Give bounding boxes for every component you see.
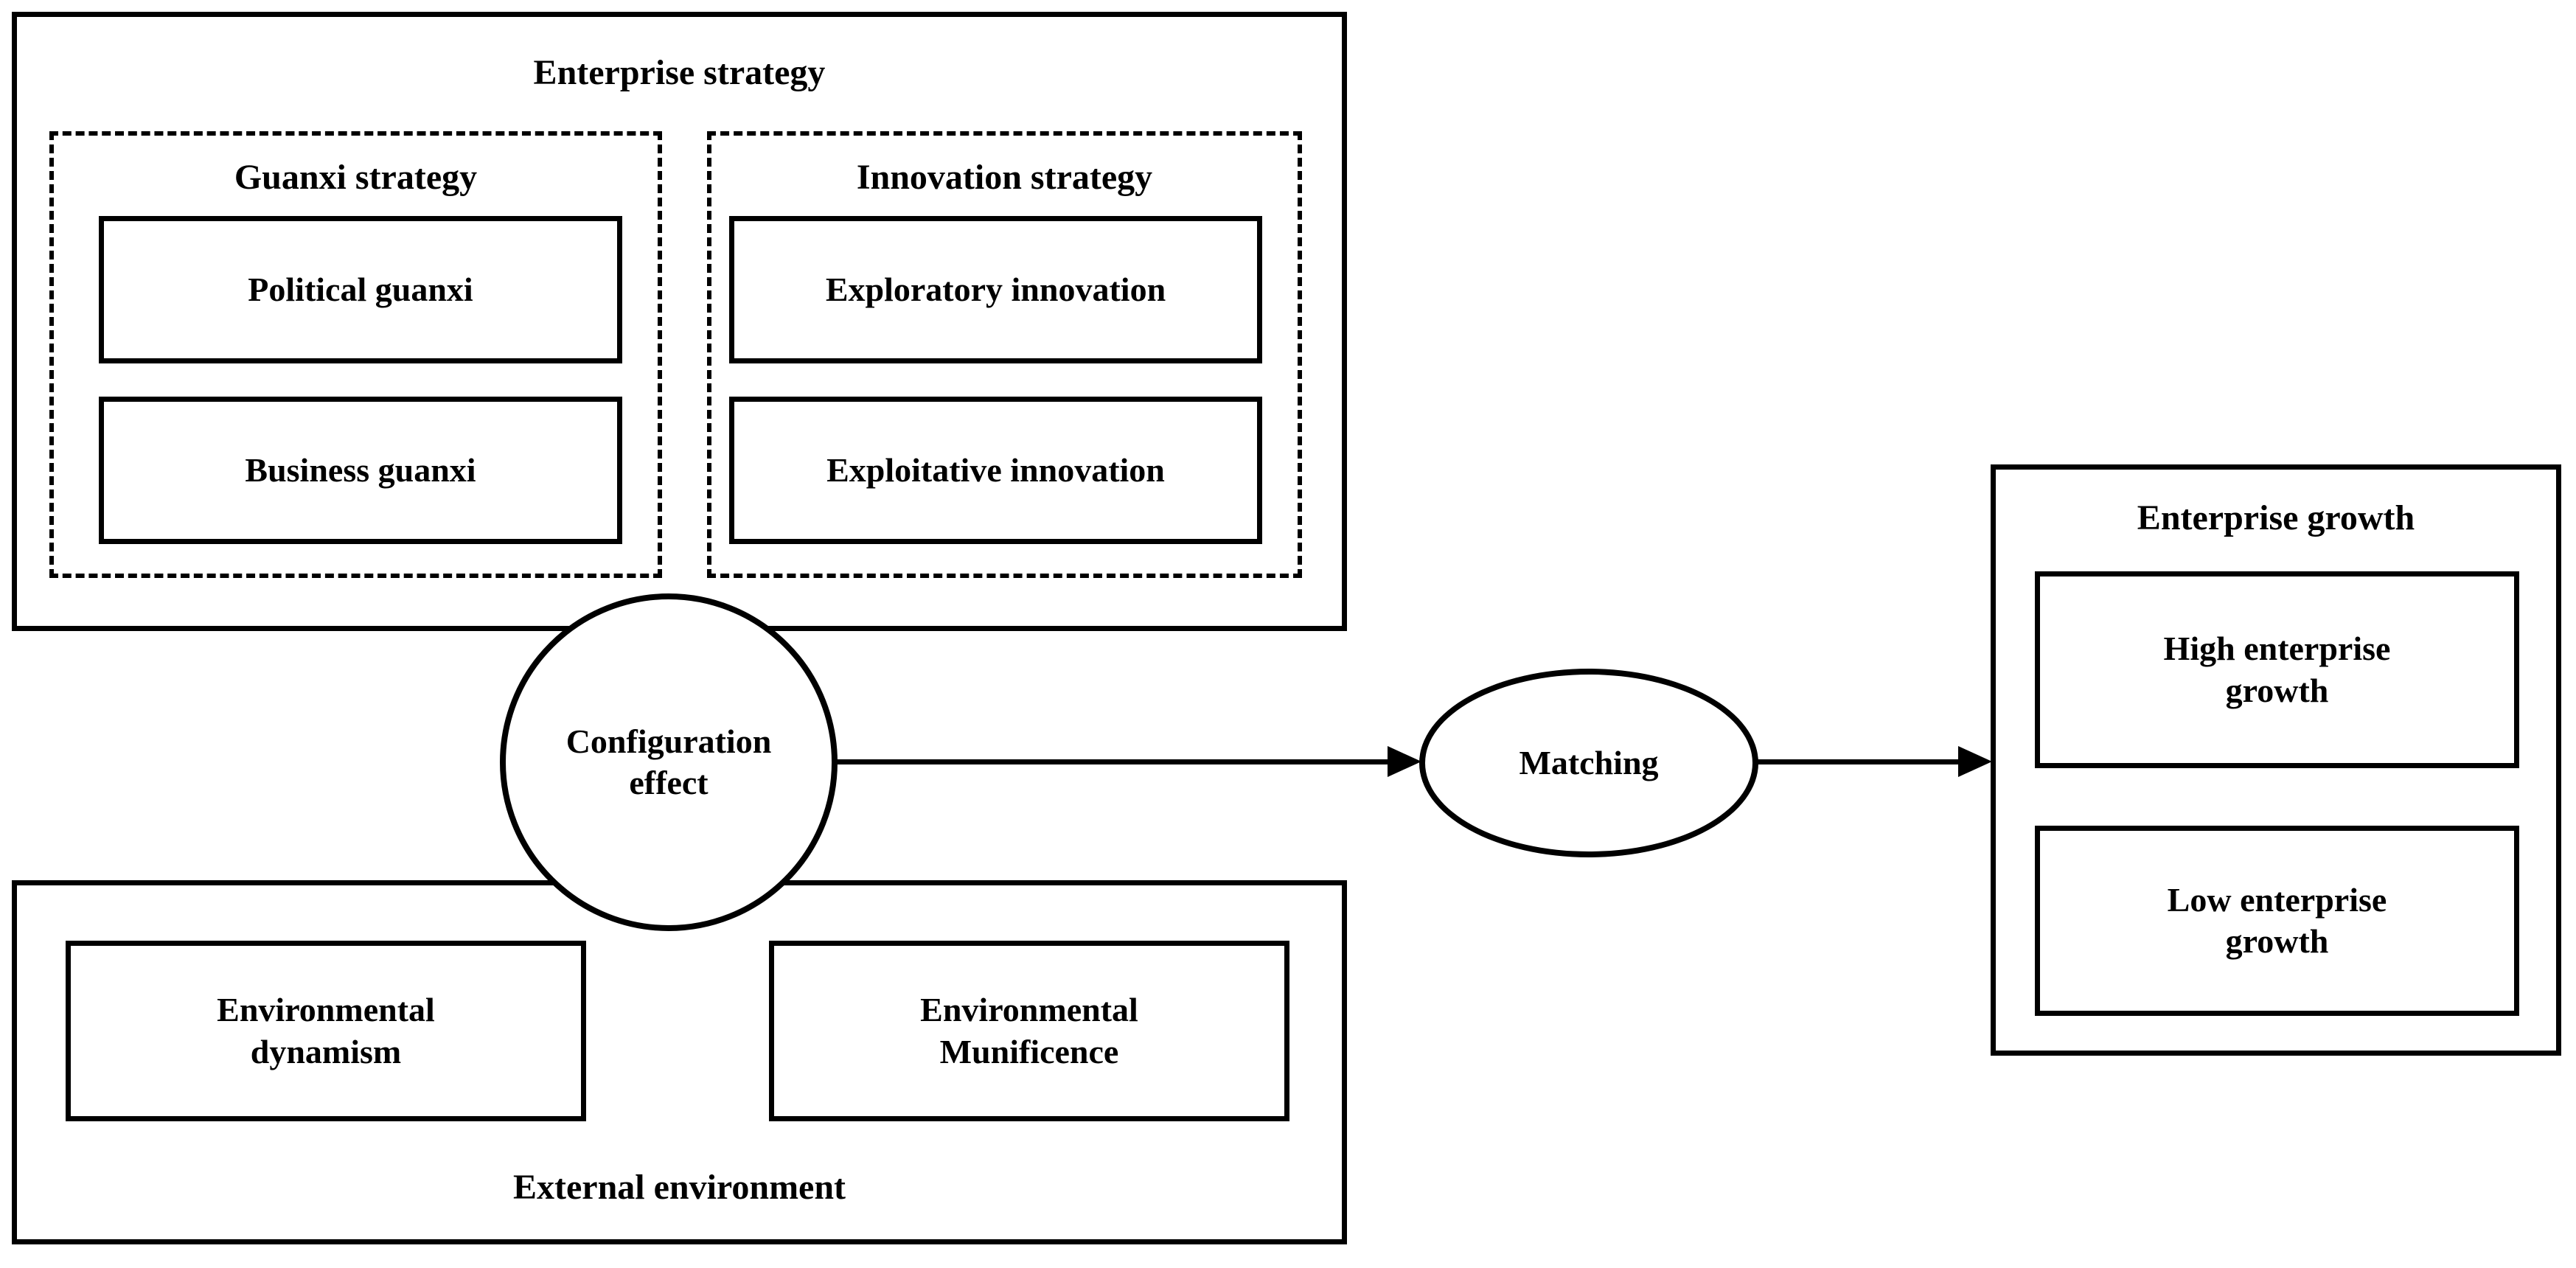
- exploitative-innovation-box: Exploitative innovation: [729, 397, 1262, 544]
- configuration-effect-label: Configuration effect: [565, 722, 772, 801]
- environmental-dynamism-box: Environmental dynamism: [66, 941, 586, 1121]
- matching-ellipse: Matching: [1419, 669, 1758, 857]
- arrow-config-to-matching-line: [826, 759, 1393, 764]
- business-guanxi-label: Business guanxi: [245, 450, 476, 489]
- business-guanxi-box: Business guanxi: [99, 397, 622, 544]
- enterprise-growth-title: Enterprise growth: [2137, 498, 2415, 537]
- configuration-effect-circle: Configuration effect: [500, 593, 838, 931]
- environmental-munificence-label: Environmental Munificence: [920, 991, 1138, 1070]
- enterprise-strategy-title: Enterprise strategy: [533, 53, 826, 92]
- political-guanxi-box: Political guanxi: [99, 216, 622, 363]
- high-enterprise-growth-box: High enterprise growth: [2035, 571, 2519, 768]
- exploratory-innovation-box: Exploratory innovation: [729, 216, 1262, 363]
- high-enterprise-growth-label: High enterprise growth: [2163, 630, 2391, 709]
- guanxi-strategy-box: [49, 131, 662, 578]
- arrow-matching-to-growth-line: [1755, 759, 1961, 764]
- environmental-munificence-box: Environmental Munificence: [769, 941, 1289, 1121]
- political-guanxi-label: Political guanxi: [248, 270, 473, 308]
- external-environment-title: External environment: [512, 1168, 846, 1207]
- matching-label: Matching: [1519, 743, 1659, 781]
- environmental-dynamism-label: Environmental dynamism: [217, 991, 435, 1070]
- exploratory-innovation-label: Exploratory innovation: [825, 270, 1166, 308]
- innovation-strategy-title: Innovation strategy: [856, 158, 1153, 197]
- guanxi-strategy-title: Guanxi strategy: [234, 158, 478, 197]
- low-enterprise-growth-box: Low enterprise growth: [2035, 826, 2519, 1016]
- arrow-config-to-matching-head: [1388, 746, 1421, 777]
- low-enterprise-growth-label: Low enterprise growth: [2167, 880, 2387, 960]
- arrow-matching-to-growth-head: [1958, 746, 1992, 777]
- innovation-strategy-box: [707, 131, 1302, 578]
- exploitative-innovation-label: Exploitative innovation: [826, 450, 1165, 489]
